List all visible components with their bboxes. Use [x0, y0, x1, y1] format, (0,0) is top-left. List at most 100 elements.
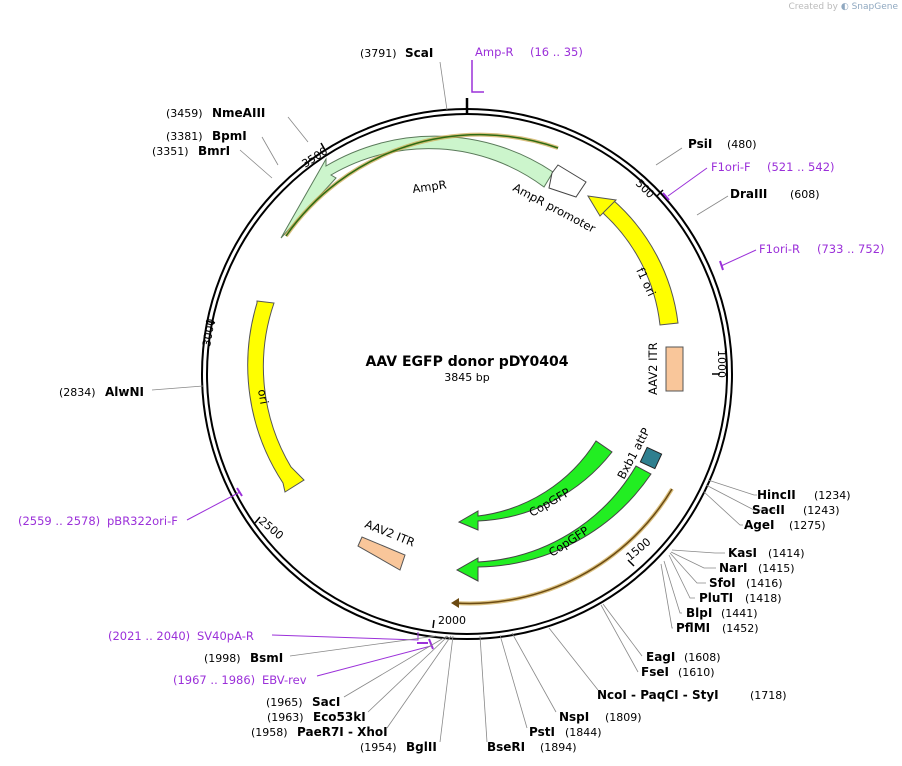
primer-range-amp-r: (16 .. 35): [530, 45, 583, 59]
site-name-bseri: BseRI: [487, 740, 525, 754]
tick-label-2000: 2000: [438, 614, 466, 627]
site-name-saci: SacI: [312, 695, 340, 709]
site-name-bglii: BglII: [406, 740, 437, 754]
site-pos-nari: (1415): [758, 562, 795, 575]
feature-ori-arrow: [247, 300, 305, 493]
primer-sv40pa-r-line: [271, 632, 419, 641]
leader-eco53ki: [367, 635, 449, 713]
feature-copgfp-strand: [454, 488, 673, 605]
feature-f1ori-arrow: [594, 197, 679, 326]
site-pos-bseri: (1894): [540, 741, 577, 754]
site-name-psti: PstI: [529, 725, 555, 739]
tick-label-1000: 1000: [715, 350, 728, 378]
primer-range-f1ori-f: (521 .. 542): [767, 160, 835, 174]
primer-label-f1ori-r: F1ori-R: [759, 242, 800, 256]
primer-f1ori-f-line: [667, 167, 708, 197]
tick-mark-2000: [432, 619, 435, 629]
site-name-agei: AgeI: [744, 518, 774, 532]
feature-copgfp-strand-head: [451, 598, 459, 608]
leader-hincii: [707, 479, 757, 496]
site-name-nmeaiii: NmeAIII: [212, 106, 265, 120]
site-pos-sacii: (1243): [803, 504, 840, 517]
site-name-scai: ScaI: [405, 46, 433, 60]
primer-pbr322ori-f-marker: [236, 487, 243, 497]
primer-ebv-rev-line: [316, 645, 432, 677]
tick-mark-2500: [254, 516, 261, 524]
site-name-sacii: SacII: [752, 503, 785, 517]
leader-nspi: [511, 632, 557, 713]
site-pos-bglii: (1954): [360, 741, 397, 754]
plasmid-size: 3845 bp: [444, 371, 489, 384]
site-pos-scai: (3791): [360, 47, 397, 60]
leader-bsmi: [289, 635, 437, 657]
primer-label-ebv-rev: EBV-rev: [262, 673, 307, 687]
site-name-bpmi: BpmI: [212, 129, 247, 143]
primer-range-sv40pa-r: (2021 .. 2040): [108, 629, 190, 643]
tick-mark-500: [656, 189, 664, 197]
site-pos-nspi: (1809): [605, 711, 642, 724]
primer-ebv-rev-marker: [428, 638, 434, 650]
plasmid-title: AAV EGFP donor pDY0404: [366, 354, 569, 370]
leader-fsei: [600, 604, 639, 673]
site-name-draiii: DraIII: [730, 187, 767, 201]
sites-layer: (3791) ScaI (3459) NmeAIII (3381) BpmI (…: [59, 46, 851, 754]
site-pos-eagi: (1608): [684, 651, 721, 664]
leader-blpi: [663, 560, 682, 614]
site-pos-nmeaiii: (3459): [166, 107, 203, 120]
snapgene-watermark: Created by ◐ SnapGene: [788, 2, 898, 12]
primer-f1ori-r-marker: [719, 260, 724, 271]
site-name-sfoi: SfoI: [709, 576, 736, 590]
feature-aav2-itr-bottom: [357, 536, 406, 571]
site-name-fsei: FseI: [641, 665, 669, 679]
feature-bxb1-attp: [639, 446, 663, 470]
site-name-hincii: HincII: [757, 488, 796, 502]
site-name-nspi: NspI: [559, 710, 589, 724]
leader-nmeaiii: [287, 116, 309, 143]
primers-layer: Amp-R (16 .. 35) F1ori-F (521 .. 542) F1…: [18, 45, 885, 687]
feature-aav2-itr-right: [665, 346, 684, 392]
primer-f1ori-r-line: [720, 249, 757, 267]
feature-f1ori-head: [587, 195, 618, 217]
primer-f1ori-f-marker: [662, 192, 670, 201]
leader-alwni: [151, 385, 204, 391]
leader-bseri: [479, 635, 488, 743]
feature-label-ori: ori: [255, 388, 271, 405]
feature-ampr-promoter: [548, 164, 587, 198]
site-pos-eco53ki: (1963): [267, 711, 304, 724]
watermark-prefix: Created by: [788, 2, 838, 12]
primer-label-amp-r: Amp-R: [475, 45, 514, 59]
feature-label-aav2-itr-right: AAV2 ITR: [646, 342, 660, 395]
primer-pbr322ori-f-line: [186, 491, 241, 521]
site-name-ncoi-paqci-styi: NcoI - PaqCI - StyI: [597, 688, 719, 702]
leader-ncoi: [548, 627, 599, 691]
leader-bmri: [239, 149, 273, 179]
site-pos-fsei: (1610): [678, 666, 715, 679]
leader-xhoi: [386, 635, 452, 729]
leader-sfoi: [669, 552, 706, 584]
site-name-blpi: BlpI: [686, 606, 712, 620]
site-pos-hincii: (1234): [814, 489, 851, 502]
site-name-paer7i-xhoi: PaeR7I - XhoI: [297, 725, 388, 739]
site-pos-paer7i-xhoi: (1958): [251, 726, 288, 739]
snapgene-logo-icon: ◐: [840, 2, 849, 12]
tick-label-3000: 3000: [200, 318, 218, 348]
site-pos-blpi: (1441): [721, 607, 758, 620]
site-pos-bmri: (3351): [152, 145, 189, 158]
site-name-kasi: KasI: [728, 546, 757, 560]
tick-mark-1500: [627, 559, 635, 567]
site-name-pflmi: PflMI: [676, 621, 710, 635]
site-name-alwni: AlwNI: [105, 385, 144, 399]
feature-label-copgfp-2: CopGFP: [546, 523, 591, 559]
site-pos-pflmi: (1452): [722, 622, 759, 635]
primer-range-ebv-rev: (1967 .. 1986): [173, 673, 255, 687]
site-pos-ncoi-paqci-styi: (1718): [750, 689, 787, 702]
leader-psii: [655, 147, 683, 166]
feature-copgfp-1: [457, 440, 613, 531]
feature-label-ampr: AmpR: [411, 177, 447, 196]
site-pos-pluti: (1418): [745, 592, 782, 605]
leader-pflmi: [660, 563, 673, 629]
tick-mark-3000: [205, 320, 216, 324]
tick-label-2500: 2500: [256, 514, 286, 542]
leader-nari: [670, 551, 716, 569]
